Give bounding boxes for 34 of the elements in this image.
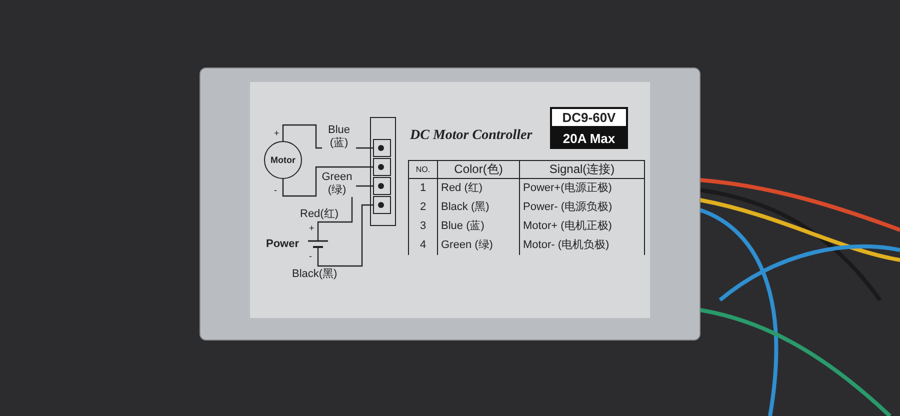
table-cell: 1 [408,178,438,198]
table-cell: Red (红) [438,178,520,198]
polarity-sign: + [274,127,280,140]
table-cell: Power- (电源负极) [520,198,644,217]
voltage-rating: DC9-60V [550,107,628,128]
current-rating: 20A Max [550,128,628,149]
polarity-sign: - [274,184,277,197]
wire-label: Black(黑) [292,268,338,281]
wire [317,204,373,267]
product-title: DC Motor Controller [410,128,532,144]
table-cell: 4 [408,236,438,255]
terminal [373,177,391,195]
terminal [373,139,391,157]
table-cell: 2 [408,198,438,217]
table-cell: Black (黑) [438,198,520,217]
table-cell: Green (绿) [438,236,520,255]
table-cell: Blue (蓝) [438,217,520,236]
table-header-cell: Signal(连接) [520,160,644,178]
terminal [373,158,391,176]
terminal [373,196,391,214]
table-header-cell: NO. [408,160,438,178]
table-cell: Power+(电源正极) [520,178,644,198]
polarity-sign: + [309,222,314,235]
wire-label: Blue (蓝) [322,124,356,150]
power-label: Power [266,238,300,250]
terminal-block [370,117,396,226]
table-cell: Motor- (电机负极) [520,236,644,255]
table-cell: Motor+ (电机正极) [520,217,644,236]
polarity-sign: - [309,250,312,263]
motor-symbol: Motor [264,141,302,179]
table-header-cell: Color(色) [438,160,520,178]
wire [282,166,373,197]
wire-label: Red(红) [300,208,339,221]
table-cell: 3 [408,217,438,236]
